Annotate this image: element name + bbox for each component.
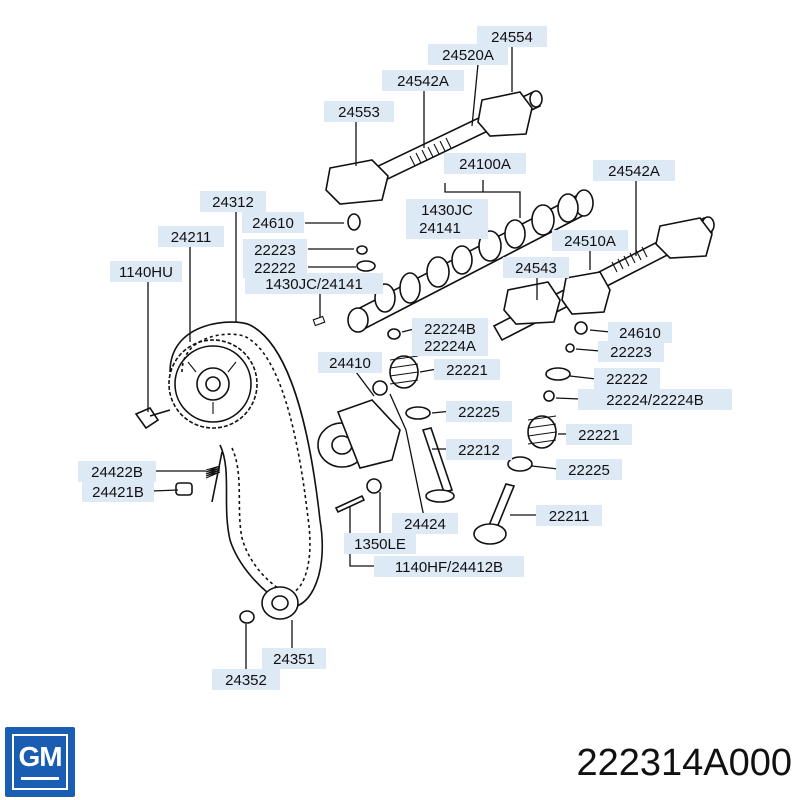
svg-text:22223: 22223	[610, 344, 652, 361]
svg-text:22224/22224B: 22224/22224B	[606, 392, 704, 409]
leader-lines	[147, 46, 637, 669]
rocker-shaft-lower	[492, 216, 715, 342]
svg-text:24352: 24352	[225, 672, 267, 689]
svg-text:1430JC/24141: 1430JC/24141	[265, 276, 363, 293]
label-22211[interactable]: 22211	[536, 505, 602, 526]
svg-text:1140HU: 1140HU	[119, 264, 173, 281]
bolt-1140hu	[134, 407, 171, 430]
label-22224a[interactable]: 22224A	[412, 335, 488, 356]
label-22223-right[interactable]: 22223	[598, 341, 664, 362]
label-24410[interactable]: 24410	[318, 352, 382, 373]
label-24312[interactable]: 24312	[200, 191, 266, 212]
svg-text:24610: 24610	[619, 325, 661, 342]
svg-text:24141: 24141	[419, 220, 461, 237]
part-number: 222314A000	[576, 742, 792, 784]
label-24421b[interactable]: 24421B	[82, 481, 154, 502]
label-24352[interactable]: 24352	[212, 669, 280, 690]
svg-text:22211: 22211	[549, 508, 590, 525]
label-24542a-lower[interactable]: 24542A	[593, 160, 675, 181]
label-22224b[interactable]: 22224B	[412, 318, 488, 339]
svg-text:24542A: 24542A	[608, 163, 660, 180]
label-24100a[interactable]: 24100A	[444, 153, 526, 174]
label-24422b[interactable]: 24422B	[78, 461, 156, 482]
label-22222[interactable]: 22222	[243, 257, 307, 278]
svg-text:24553: 24553	[338, 104, 380, 121]
gm-logo: GM	[5, 727, 75, 797]
svg-text:22225: 22225	[458, 404, 500, 421]
svg-text:24610: 24610	[252, 215, 294, 232]
svg-text:24312: 24312	[212, 194, 254, 211]
label-24351[interactable]: 24351	[262, 648, 326, 669]
label-24610-right[interactable]: 24610	[608, 322, 672, 343]
svg-text:24100A: 24100A	[459, 156, 511, 173]
svg-text:22224B: 22224B	[424, 321, 476, 338]
svg-text:24351: 24351	[273, 651, 315, 668]
svg-text:24542A: 24542A	[397, 73, 449, 90]
svg-text:22222: 22222	[254, 260, 296, 277]
small-fittings	[312, 213, 376, 327]
svg-text:22225: 22225	[568, 462, 610, 479]
camshaft-sprocket	[168, 339, 258, 429]
svg-text:24424: 24424	[404, 516, 446, 533]
label-22224-22224b[interactable]: 22224/22224B	[578, 389, 732, 410]
svg-text:22223: 22223	[254, 242, 296, 259]
timing-belt	[169, 321, 324, 608]
label-24553[interactable]: 24553	[324, 101, 394, 122]
svg-text:24211: 24211	[171, 229, 212, 246]
label-22222-right[interactable]: 22222	[594, 368, 660, 389]
label-22221-right[interactable]: 22221	[566, 424, 632, 445]
crankshaft-sprocket	[239, 586, 299, 624]
label-24211[interactable]: 24211	[158, 226, 224, 247]
valve-components	[387, 321, 588, 545]
label-1350le[interactable]: 1350LE	[344, 533, 416, 554]
label-1140hf-24412b[interactable]: 1140HF/24412B	[374, 556, 524, 577]
part-labels: 24554 24520A 24542A 24553 24100A 24542A …	[78, 26, 732, 690]
svg-text:1430JC: 1430JC	[421, 202, 473, 219]
svg-text:24543: 24543	[515, 260, 557, 277]
label-1430jc-24141-combined[interactable]: 1430JC/24141	[245, 273, 383, 294]
svg-text:22222: 22222	[606, 371, 648, 388]
rocker-shaft-upper	[325, 90, 543, 205]
svg-text:24554: 24554	[491, 29, 533, 46]
label-24424[interactable]: 24424	[392, 513, 458, 534]
svg-text:22224A: 22224A	[424, 338, 476, 355]
label-22225[interactable]: 22225	[446, 401, 512, 422]
label-24510a[interactable]: 24510A	[552, 230, 628, 251]
label-24520a[interactable]: 24520A	[428, 44, 508, 65]
svg-text:24422B: 24422B	[91, 464, 143, 481]
gm-logo-text: GM	[18, 741, 62, 772]
svg-text:24510A: 24510A	[564, 233, 616, 250]
svg-text:1350LE: 1350LE	[354, 536, 406, 553]
tensioner-spring	[175, 451, 223, 503]
label-24610[interactable]: 24610	[242, 212, 304, 233]
svg-text:22221: 22221	[578, 427, 620, 444]
label-1140hu[interactable]: 1140HU	[110, 261, 182, 282]
svg-text:24410: 24410	[329, 355, 371, 372]
label-24542a[interactable]: 24542A	[382, 70, 464, 91]
label-22223[interactable]: 22223	[243, 239, 307, 260]
svg-text:1140HF/24412B: 1140HF/24412B	[395, 559, 503, 576]
svg-text:22221: 22221	[446, 362, 488, 379]
label-22212[interactable]: 22212	[446, 439, 512, 460]
svg-text:24421B: 24421B	[92, 484, 144, 501]
svg-text:22212: 22212	[458, 442, 500, 459]
svg-text:24520A: 24520A	[442, 47, 494, 64]
tensioner-assembly	[317, 380, 401, 514]
label-22221[interactable]: 22221	[434, 359, 500, 380]
label-22225-right[interactable]: 22225	[556, 459, 622, 480]
label-24554[interactable]: 24554	[477, 26, 547, 47]
label-24543[interactable]: 24543	[503, 257, 569, 278]
